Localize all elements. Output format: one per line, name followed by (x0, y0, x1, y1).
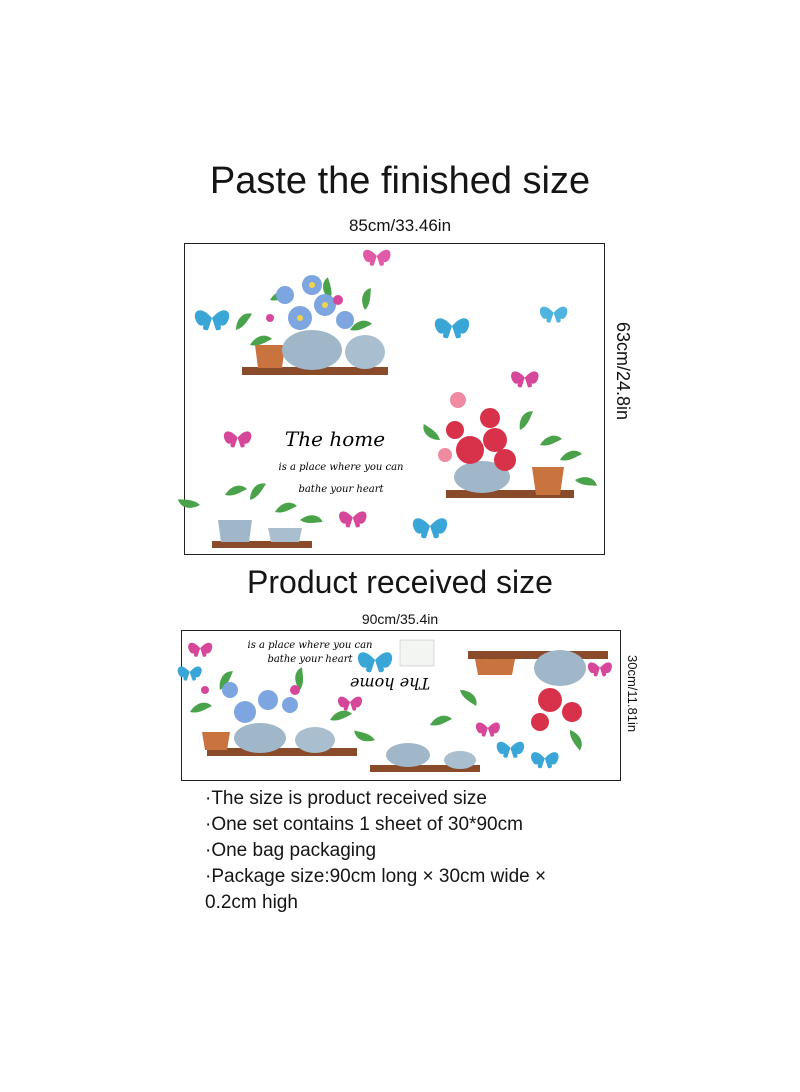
finished-quote-line1: is a place where you can (279, 462, 404, 473)
finished-size-title: Paste the finished size (209, 160, 591, 202)
butterfly-icon (357, 652, 393, 673)
finished-top-left-planter (231, 275, 388, 375)
received-sheet-art (190, 639, 608, 772)
spec-line: ·Package size:90cm long × 30cm wide × (205, 866, 547, 887)
butterfly-icon (531, 752, 559, 769)
butterfly-icon (475, 722, 500, 737)
butterfly-icon (539, 306, 568, 323)
product-specs: ·The size is product received size ·One … (205, 786, 625, 916)
spec-line: 0.2cm high (205, 892, 298, 913)
butterfly-icon (188, 642, 213, 657)
finished-quote: The home is a place where you can bathe … (279, 427, 404, 495)
received-size-title: Product received size (247, 564, 553, 600)
received-quote-line2: bathe your heart (267, 654, 353, 665)
butterfly-icon (194, 310, 230, 331)
received-quote-title: The home (350, 674, 430, 693)
finished-right-planter (420, 392, 599, 498)
finished-width-label: 85cm/33.46in (348, 216, 452, 235)
received-height-label: 30cm/11.81in (625, 655, 640, 733)
butterfly-icon (511, 371, 539, 388)
spec-line: ·One bag packaging (205, 840, 377, 861)
finished-size-frame (184, 243, 605, 555)
butterfly-icon (223, 431, 252, 448)
received-width-label: 90cm/35.4in (361, 611, 439, 627)
butterfly-icon (434, 318, 470, 339)
butterfly-icon (177, 666, 202, 681)
finished-quote-title: The home (285, 427, 385, 451)
butterfly-icon (363, 249, 391, 266)
received-size-frame (181, 630, 621, 781)
spec-line: ·The size is product received size (205, 788, 487, 809)
product-thumbnail (399, 639, 435, 667)
spec-line: ·One set contains 1 sheet of 30*90cm (205, 814, 523, 835)
butterfly-icon (587, 662, 612, 677)
received-quote: is a place where you can bathe your hear… (248, 640, 431, 693)
received-quote-line1: is a place where you can (248, 640, 373, 651)
butterfly-icon (412, 518, 448, 539)
butterfly-icon (339, 511, 367, 528)
finished-height-label: 63cm/24.8in (613, 322, 633, 421)
butterfly-icon (496, 741, 525, 758)
finished-quote-line2: bathe your heart (298, 484, 384, 495)
butterfly-icon (337, 696, 363, 711)
finished-bottom-left-planter (176, 480, 324, 548)
